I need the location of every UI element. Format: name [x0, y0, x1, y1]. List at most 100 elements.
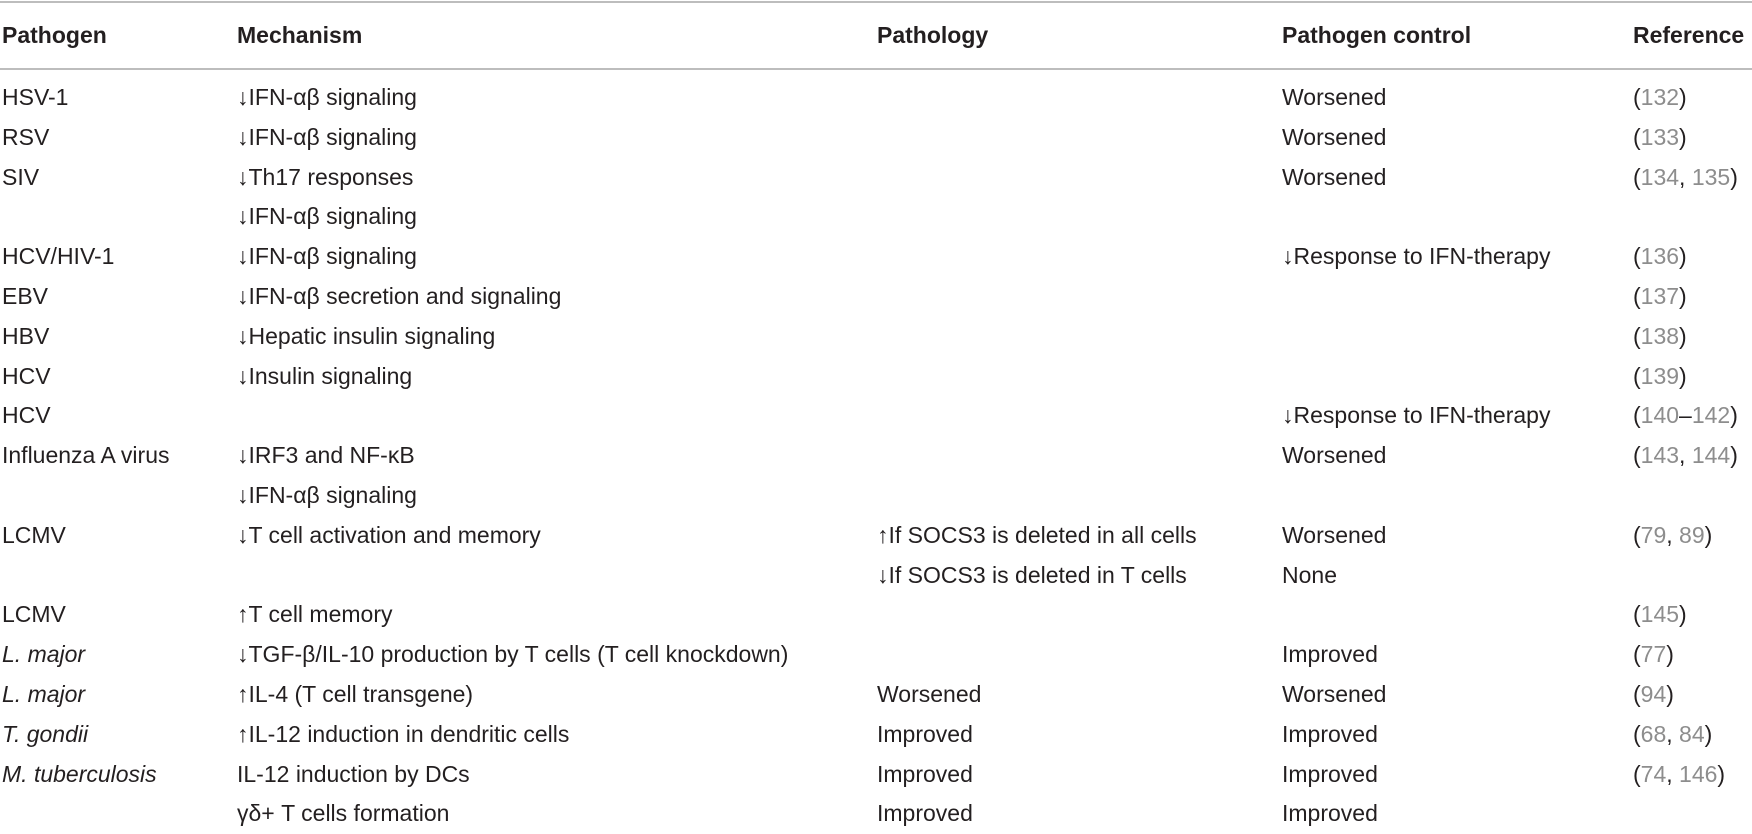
cell-mechanism: ↓IRF3 and NF-κB: [237, 442, 415, 469]
cell-pathogen: HCV/HIV-1: [2, 243, 115, 270]
reference-link[interactable]: 145: [1640, 601, 1680, 628]
cell-mechanism: ↑IL-4 (T cell transgene): [237, 680, 474, 707]
reference-link[interactable]: 132: [1640, 84, 1680, 110]
cell-pathogen-control: Worsened: [1282, 163, 1387, 190]
cell-reference: [1631, 197, 1752, 237]
cell-mechanism: ↓TGF-β/IL-10 production by T cells (T ce…: [237, 641, 789, 668]
cell-pathogen: [0, 476, 235, 516]
cell-pathogen: RSV: [2, 123, 50, 150]
cell-pathology: [875, 118, 1280, 158]
cell-pathogen: [0, 794, 235, 834]
cell-pathology: Worsened: [877, 680, 982, 707]
table-row: HCV/HIV-1 ↓IFN-αβ signaling ↓Response to I…: [0, 237, 1752, 277]
reference-link[interactable]: 139: [1640, 362, 1680, 389]
top-rule: [0, 1, 1752, 3]
cell-reference: (139): [1633, 362, 1687, 389]
cell-reference: (68, 84): [1633, 720, 1713, 747]
data-table: Pathogen Mechanism Pathology Pathogen co…: [0, 13, 1752, 834]
cell-mechanism: ↓Insulin signaling: [237, 362, 413, 389]
reference-link[interactable]: 133: [1640, 123, 1680, 150]
cell-pathology: [875, 317, 1280, 357]
cell-reference: (94): [1633, 680, 1674, 707]
cell-pathology: [875, 158, 1280, 198]
cell-pathogen-control: Worsened: [1282, 123, 1387, 150]
reference-link[interactable]: 135: [1691, 163, 1731, 190]
cell-mechanism: ↓IFN-αβ secretion and signaling: [237, 282, 562, 309]
table-header: Pathogen Mechanism Pathology Pathogen co…: [0, 13, 1752, 78]
cell-pathogen-control: Worsened: [1282, 84, 1387, 110]
cell-pathogen-control: [1280, 317, 1631, 357]
cell-reference: (136): [1633, 243, 1687, 270]
cell-pathology: ↓If SOCS3 is deleted in T cells: [877, 561, 1187, 588]
table-row: L. major↓TGF-β/IL-10 production by T cel…: [0, 635, 1752, 675]
header-pathology: Pathology: [877, 22, 989, 48]
cell-reference: (133): [1633, 123, 1687, 150]
reference-link[interactable]: 74: [1640, 760, 1667, 787]
cell-reference: [1631, 556, 1752, 596]
cell-mechanism: ↓IFN-αβ signaling: [237, 203, 417, 230]
header-reference: Reference: [1633, 22, 1745, 48]
reference-link[interactable]: 144: [1691, 442, 1731, 469]
cell-pathogen: Influenza A virus: [2, 442, 170, 469]
reference-link[interactable]: 89: [1679, 521, 1705, 548]
cell-reference: (143, 144): [1633, 442, 1738, 469]
cell-pathogen-control: ↓Response to IFN-therapy: [1282, 243, 1551, 270]
cell-reference: [1631, 794, 1752, 834]
reference-link[interactable]: 136: [1640, 243, 1680, 270]
reference-link[interactable]: 84: [1679, 720, 1705, 747]
cell-reference: (140–142): [1633, 402, 1738, 429]
cell-pathology: Improved: [877, 720, 973, 747]
cell-pathogen: LCMV: [2, 601, 66, 628]
cell-reference: (134, 135): [1633, 163, 1738, 190]
cell-pathogen-control: [1280, 357, 1631, 397]
reference-link[interactable]: 79: [1640, 521, 1667, 548]
cell-pathogen-control: Worsened: [1282, 680, 1387, 707]
cell-pathology: [875, 277, 1280, 317]
table-row: HCV↓Response to IFN-therapy(140–142): [0, 396, 1752, 436]
cell-pathogen: [0, 197, 235, 237]
reference-link[interactable]: 142: [1691, 402, 1731, 429]
cell-pathogen-control: [1280, 277, 1631, 317]
cell-mechanism: ↓IFN-αβ signaling: [237, 481, 417, 508]
cell-reference: (79, 89): [1633, 521, 1713, 548]
reference-link[interactable]: 143: [1640, 442, 1680, 469]
table-row: HCV↓Insulin signaling(139): [0, 357, 1752, 397]
cell-pathogen-control: [1280, 595, 1631, 635]
cell-pathology: [875, 476, 1280, 516]
cell-pathogen: T. gondii: [2, 720, 89, 747]
cell-pathology: [875, 436, 1280, 476]
cell-mechanism: IL-12 induction by DCs: [237, 760, 470, 787]
cell-mechanism: ↓Th17 responses: [237, 163, 414, 190]
cell-pathology: [875, 635, 1280, 675]
reference-link[interactable]: 94: [1640, 680, 1667, 707]
reference-link[interactable]: 138: [1640, 322, 1680, 349]
cell-pathogen: HCV: [2, 402, 51, 429]
reference-link[interactable]: 134: [1640, 163, 1680, 190]
table-row: LCMV↑T cell memory(145): [0, 595, 1752, 635]
reference-link[interactable]: 146: [1679, 760, 1718, 787]
cell-reference: (137): [1633, 282, 1687, 309]
cell-mechanism: ↓IFN-αβ signaling: [237, 243, 417, 270]
cell-pathogen-control: Worsened: [1282, 521, 1387, 548]
cell-pathogen: L. major: [2, 680, 86, 707]
header-mechanism: Mechanism: [237, 22, 363, 48]
cell-reference: (145): [1633, 601, 1687, 628]
reference-link[interactable]: 68: [1640, 720, 1667, 747]
table-row: LCMV↓T cell activation and memory↑If SOC…: [0, 516, 1752, 556]
cell-mechanism: [235, 556, 875, 596]
header-rule: [0, 68, 1752, 70]
cell-mechanism: ↓T cell activation and memory: [237, 521, 541, 548]
reference-link[interactable]: 137: [1640, 282, 1680, 309]
cell-pathogen-control: Improved: [1282, 760, 1378, 787]
table-row: L. major ↑IL-4 (T cell transgene) Worsened…: [0, 675, 1752, 715]
cell-reference: (74, 146): [1633, 760, 1726, 787]
reference-link[interactable]: 140: [1640, 402, 1680, 429]
reference-link[interactable]: 77: [1640, 641, 1667, 668]
cell-reference: [1631, 476, 1752, 516]
cell-pathology: [875, 595, 1280, 635]
